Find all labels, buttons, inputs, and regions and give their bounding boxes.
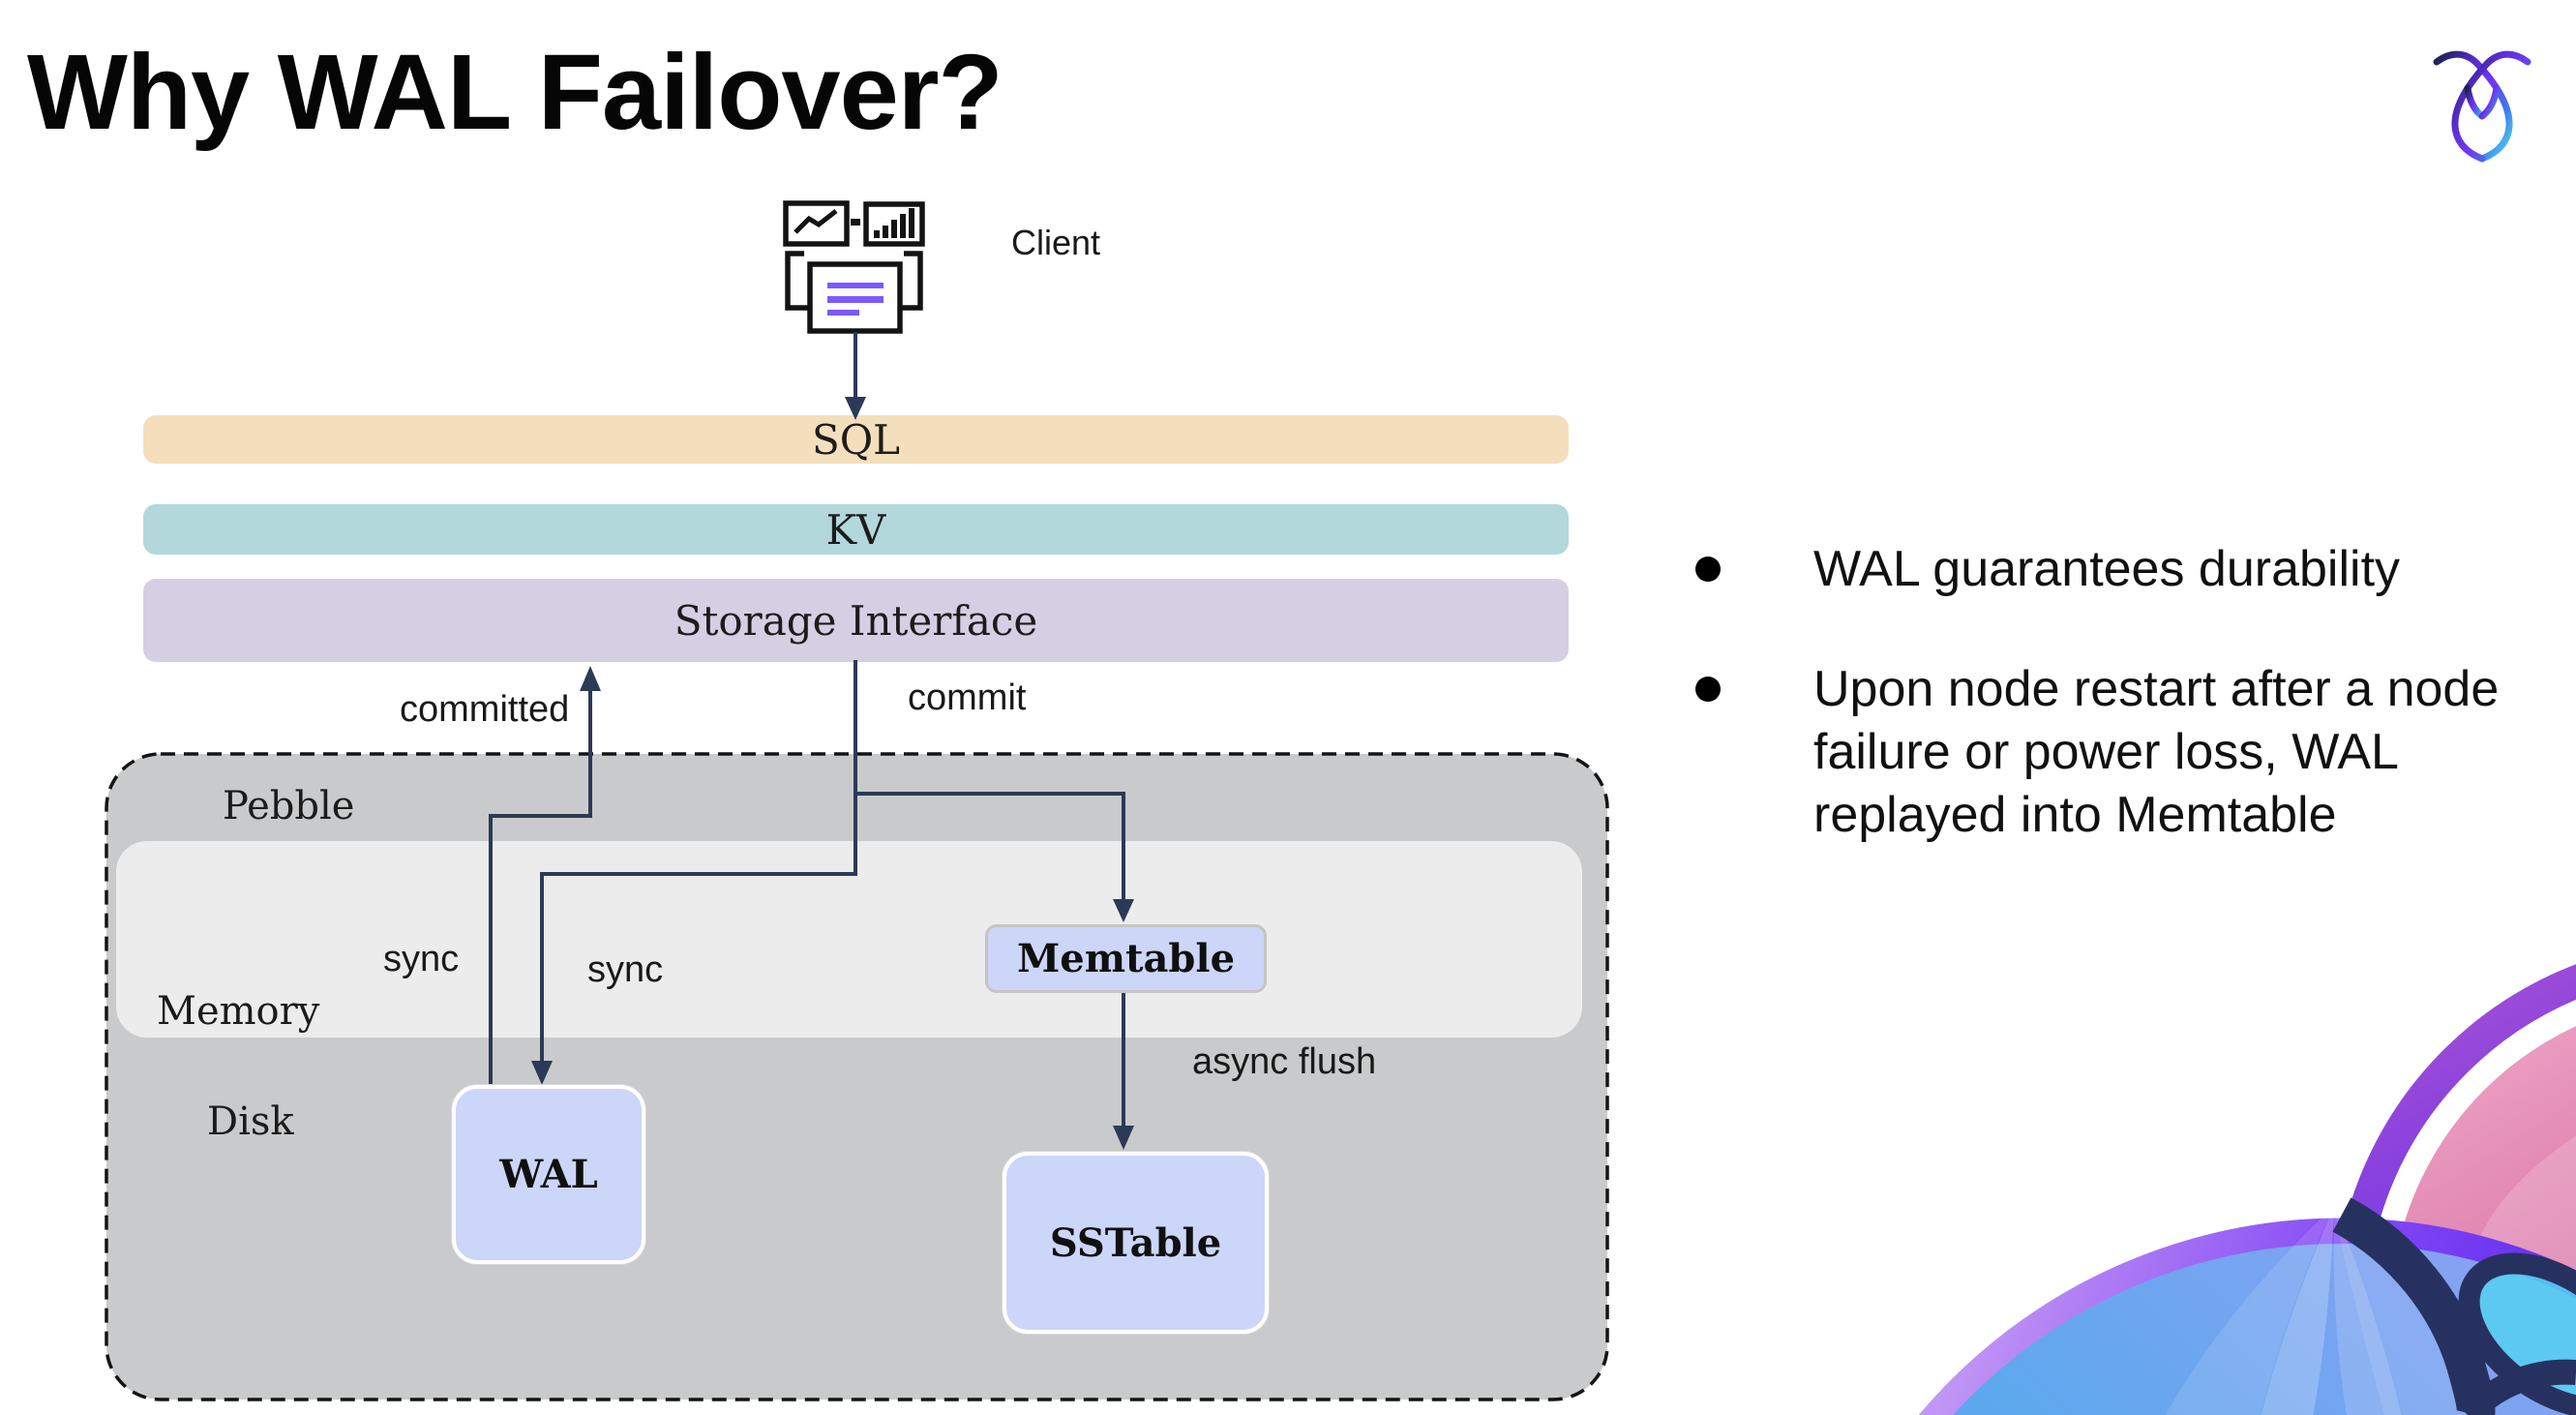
bullet-text: WAL guarantees durability: [1813, 541, 2401, 597]
bullet-dot-icon: [1695, 557, 1721, 582]
node-memtable: Memtable: [985, 924, 1267, 993]
arrowhead-to-sstable: [1113, 1126, 1134, 1150]
client-app-windows-icon: [783, 200, 925, 334]
memory-band: [116, 841, 1582, 1038]
layer-label-kv: KV: [825, 505, 886, 554]
layer-label-storage: Storage Interface: [674, 596, 1038, 645]
bullet-text: Upon node restart after a node failure o…: [1813, 661, 2500, 843]
layer-label-sql: SQL: [811, 415, 901, 464]
bullet-dot-icon: [1695, 677, 1721, 702]
document-window-icon: [807, 261, 903, 334]
edge-commit-sync-to-wal: [540, 660, 857, 1063]
pebble-label: Pebble: [223, 784, 355, 828]
edge-label-committed: committed: [400, 689, 570, 730]
layer-bar-kv: KV: [143, 504, 1569, 555]
arrowhead-to-memtable: [1113, 899, 1134, 922]
cockroachdb-logo-icon: [2433, 50, 2531, 163]
pebble-container: [105, 752, 1609, 1401]
node-label-memtable: Memtable: [1016, 936, 1236, 981]
brand-corner-art-icon: [1918, 964, 2576, 1415]
disk-region-label: Disk: [207, 1099, 294, 1144]
node-wal: WAL: [452, 1085, 645, 1264]
bullet-item: Upon node restart after a node failure o…: [1695, 658, 2510, 847]
bullet-item: WAL guarantees durability: [1695, 538, 2510, 601]
edge-label-sync-right: sync: [587, 949, 664, 990]
edge-commit-to-memtable: [855, 792, 1125, 901]
bracket-left-icon: [785, 251, 812, 311]
node-label-wal: WAL: [499, 1152, 598, 1197]
client-label: Client: [1011, 223, 1101, 262]
edge-wal-committed: [489, 689, 592, 1087]
arrowhead-sync-to-wal: [531, 1061, 553, 1085]
memory-region-label: Memory: [157, 989, 320, 1034]
edge-label-sync-left: sync: [383, 939, 460, 979]
dash-icon: [851, 219, 860, 226]
node-sstable: SSTable: [1003, 1152, 1269, 1334]
layer-bar-storage-interface: Storage Interface: [143, 579, 1569, 662]
arrowhead-committed-up: [580, 666, 601, 691]
edge-label-async-flush: async flush: [1192, 1041, 1377, 1082]
edge-label-commit: commit: [908, 677, 1027, 718]
bracket-right-icon: [896, 251, 923, 311]
node-label-sstable: SSTable: [1049, 1219, 1222, 1266]
layer-bar-sql: SQL: [143, 415, 1569, 464]
slide-title: Why WAL Failover?: [27, 33, 1003, 152]
